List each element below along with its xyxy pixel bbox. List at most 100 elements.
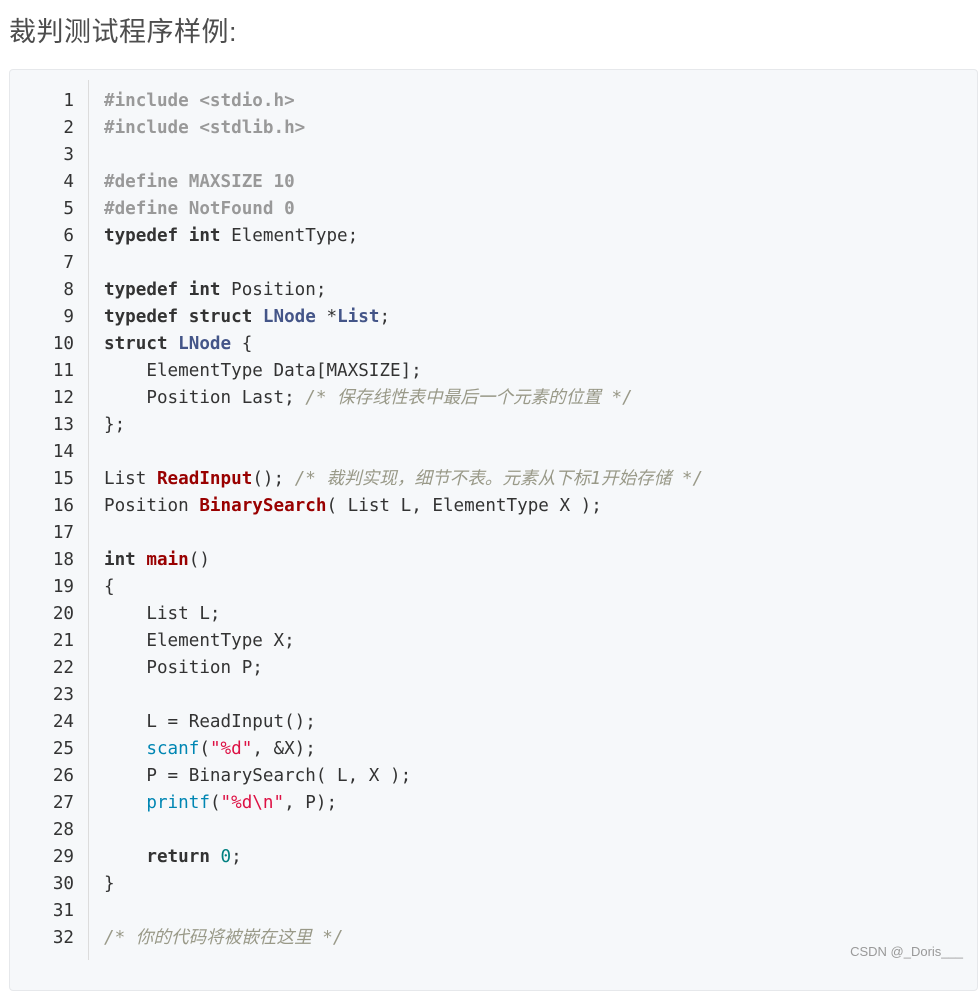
line-number: 3 bbox=[63, 145, 74, 165]
string-literal: "%d\n" bbox=[220, 793, 285, 813]
builtin-function: scanf bbox=[146, 739, 200, 759]
code-text: ; bbox=[231, 847, 242, 867]
number-literal: 0 bbox=[220, 847, 232, 867]
code-content: int main() bbox=[104, 547, 210, 574]
code-content: ElementType X; bbox=[104, 628, 295, 655]
line-number: 12 bbox=[52, 388, 74, 408]
code-text: ; bbox=[379, 307, 391, 327]
line-number: 1 bbox=[63, 91, 74, 111]
code-text bbox=[104, 793, 146, 813]
code-line: 21 ElementType X; bbox=[10, 628, 977, 655]
keyword: int bbox=[188, 280, 221, 300]
code-lines: 1 #include <stdio.h> 2 #include <stdlib.h> 3… bbox=[10, 88, 977, 952]
code-line: 2 #include <stdlib.h> bbox=[10, 115, 977, 142]
line-number: 9 bbox=[63, 307, 74, 327]
code-text bbox=[210, 847, 221, 867]
code-text bbox=[168, 334, 179, 354]
code-text: ElementType X; bbox=[104, 631, 295, 651]
line-number: 11 bbox=[52, 361, 74, 381]
code-line: 22 Position P; bbox=[10, 655, 977, 682]
comment: /* 保存线性表中最后一个元素的位置 */ bbox=[305, 388, 633, 408]
code-line: 11 ElementType Data[MAXSIZE]; bbox=[10, 358, 977, 385]
code-content: typedef struct LNode *List; bbox=[104, 304, 390, 331]
code-text: P = BinarySearch( L, X ); bbox=[104, 766, 412, 786]
line-number: 31 bbox=[52, 901, 74, 921]
code-line: 7 bbox=[10, 250, 977, 277]
builtin-function: printf bbox=[146, 793, 210, 813]
code-text: , P); bbox=[284, 793, 338, 813]
function-name: BinarySearch bbox=[199, 496, 327, 516]
code-line: 4#define MAXSIZE 10 bbox=[10, 169, 977, 196]
code-line: 5 #define NotFound 0 bbox=[10, 196, 977, 223]
keyword: return bbox=[146, 847, 210, 867]
line-number: 32 bbox=[52, 928, 74, 948]
code-content: /* 你的代码将被嵌在这里 */ bbox=[104, 925, 344, 952]
line-number: 2 bbox=[63, 118, 74, 138]
code-content: Position Last; /* 保存线性表中最后一个元素的位置 */ bbox=[104, 385, 633, 412]
comment: /* 裁判实现，细节不表。元素从下标1开始存储 */ bbox=[294, 469, 704, 489]
code-line: 9 typedef struct LNode *List; bbox=[10, 304, 977, 331]
preprocessor: #include <stdlib.h> bbox=[104, 118, 306, 138]
type-name: LNode bbox=[262, 307, 316, 327]
code-text: { bbox=[104, 577, 115, 597]
line-number: 27 bbox=[52, 793, 74, 813]
code-line: 24 L = ReadInput(); bbox=[10, 709, 977, 736]
preprocessor: #include <stdio.h> bbox=[104, 91, 295, 111]
code-content: #define MAXSIZE 10 bbox=[104, 169, 295, 196]
code-text: , &X); bbox=[252, 739, 316, 759]
comment: /* 你的代码将被嵌在这里 */ bbox=[104, 928, 344, 948]
code-text: List bbox=[104, 469, 157, 489]
code-line: 26 P = BinarySearch( L, X ); bbox=[10, 763, 977, 790]
line-number: 23 bbox=[52, 685, 74, 705]
code-content: List L; bbox=[104, 601, 221, 628]
line-number: 30 bbox=[52, 874, 74, 894]
code-text bbox=[178, 226, 189, 246]
code-text bbox=[178, 280, 189, 300]
code-content: typedef int Position; bbox=[104, 277, 326, 304]
code-text bbox=[178, 307, 189, 327]
code-text: } bbox=[104, 874, 115, 894]
keyword: struct bbox=[104, 334, 168, 354]
line-number: 5 bbox=[63, 199, 74, 219]
code-text: List L; bbox=[104, 604, 221, 624]
code-content: }; bbox=[104, 412, 125, 439]
code-text: }; bbox=[104, 415, 126, 435]
code-content: #define NotFound 0 bbox=[104, 196, 295, 223]
code-text: () bbox=[188, 550, 210, 570]
preprocessor: #define NotFound 0 bbox=[104, 199, 295, 219]
code-content: Position BinarySearch( List L, ElementTy… bbox=[104, 493, 602, 520]
code-line: 27 printf("%d\n", P); bbox=[10, 790, 977, 817]
code-line: 17 bbox=[10, 520, 977, 547]
line-number-divider bbox=[88, 80, 89, 960]
line-number: 29 bbox=[52, 847, 74, 867]
line-number: 21 bbox=[52, 631, 74, 651]
code-text: * bbox=[315, 307, 338, 327]
code-content: scanf("%d", &X); bbox=[104, 736, 316, 763]
keyword: typedef bbox=[104, 280, 179, 300]
code-text: (); bbox=[252, 469, 295, 489]
code-line: 23 bbox=[10, 682, 977, 709]
code-content: } bbox=[104, 871, 115, 898]
line-number: 26 bbox=[52, 766, 74, 786]
code-content: #include <stdlib.h> bbox=[104, 115, 305, 142]
section-heading: 裁判测试程序样例: bbox=[9, 17, 238, 47]
keyword: typedef bbox=[104, 226, 179, 246]
line-number: 16 bbox=[52, 496, 74, 516]
preprocessor: #define MAXSIZE 10 bbox=[104, 172, 295, 192]
line-number: 22 bbox=[52, 658, 74, 678]
code-content: printf("%d\n", P); bbox=[104, 790, 337, 817]
code-text bbox=[136, 550, 147, 570]
code-text: Position; bbox=[220, 280, 327, 300]
keyword: int bbox=[188, 226, 221, 246]
line-number: 17 bbox=[52, 523, 74, 543]
line-number: 6 bbox=[63, 226, 74, 246]
code-content: L = ReadInput(); bbox=[104, 709, 316, 736]
code-text: ( bbox=[199, 739, 210, 759]
type-name: List bbox=[337, 307, 380, 327]
line-number: 10 bbox=[52, 334, 74, 354]
code-text: L = ReadInput(); bbox=[104, 712, 316, 732]
